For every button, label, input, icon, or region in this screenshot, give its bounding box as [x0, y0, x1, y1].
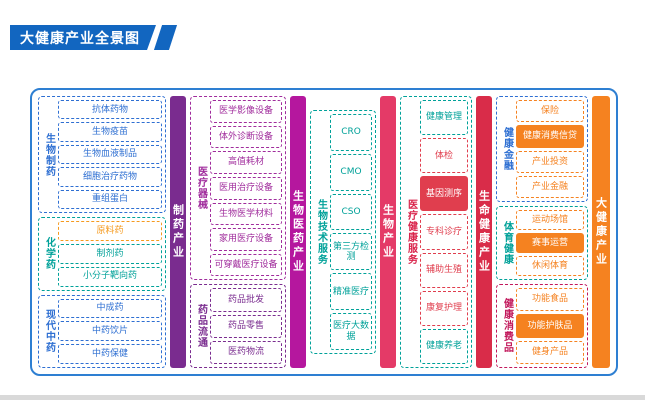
group-med-health-service: 医疗健康服务 健康管理 体检 基因测序 专科诊疗 辅助生殖 康复护理 健康养老: [400, 96, 472, 368]
industry-item: 功能护肤品: [516, 314, 584, 338]
industry-item: 健康养老: [420, 328, 468, 364]
group-health-consumer: 健康消费品 功能食品 功能护肤品 健身产品: [496, 283, 588, 368]
group-sports-health-items: 运动场馆 赛事运营 休闲体育: [516, 210, 584, 276]
industry-item: 健身产品: [516, 340, 584, 364]
group-chem-label: 化学药: [43, 237, 55, 271]
industry-item: 中药保健: [58, 344, 162, 364]
industry-item: 产业投资: [516, 150, 584, 173]
industry-item: 医学影像设备: [210, 100, 282, 123]
industry-item: 体检: [420, 138, 468, 174]
group-biotech-service: 生物技术服务 CRO CMO CSO 第三方检测 精准医疗 医疗大数据: [310, 110, 376, 354]
industry-item: 药品零售: [210, 314, 282, 338]
industry-item: 原料药: [58, 221, 162, 241]
industry-item: 康复护理: [420, 290, 468, 326]
industry-item: 生物医学材料: [210, 202, 282, 226]
group-bio-pharma-label: 生物制药: [43, 132, 55, 177]
industry-item: 家用医疗设备: [210, 228, 282, 251]
group-tcm-label: 现代中药: [43, 309, 55, 354]
bar-big-health-industry: 大健康产业: [592, 96, 610, 368]
group-biotech-service-label: 生物技术服务: [315, 199, 327, 265]
group-chem-items: 原料药 制剂药 小分子靶向药: [58, 221, 162, 287]
group-med-health-service-items: 健康管理 体检 基因测序 专科诊疗 辅助生殖 康复护理 健康养老: [420, 100, 468, 364]
industry-item: 医药物流: [210, 340, 282, 365]
industry-item: 抗体药物: [58, 100, 162, 120]
industry-item: 药品批发: [210, 288, 282, 312]
group-health-consumer-label: 健康消费品: [501, 298, 513, 354]
industry-item: 赛事运营: [516, 233, 584, 253]
group-med-health-service-label: 医疗健康服务: [405, 199, 417, 265]
page-title: 大健康产业全景图: [10, 25, 156, 50]
group-biotech-service-items: CRO CMO CSO 第三方检测 精准医疗 医疗大数据: [330, 114, 372, 350]
bar-biomed-industry: 生物医药产业: [290, 96, 306, 368]
industry-item: 重组蛋白: [58, 189, 162, 210]
industry-item: CSO: [330, 193, 372, 231]
industry-item: 健康消费信贷: [516, 125, 584, 148]
industry-item: 制剂药: [58, 243, 162, 264]
group-bio-pharma-items: 抗体药物 生物疫苗 生物血液制品 细胞治疗药物 重组蛋白: [58, 100, 162, 210]
industry-item: CMO: [330, 153, 372, 191]
group-tcm-items: 中成药 中药饮片 中药保健: [58, 298, 162, 364]
industry-item: 健康管理: [420, 100, 468, 136]
industry-item: 细胞治疗药物: [58, 167, 162, 187]
group-health-finance-label: 健康金融: [501, 127, 513, 172]
industry-panorama-diagram: 生物制药 抗体药物 生物疫苗 生物血液制品 细胞治疗药物 重组蛋白 化学药 原料…: [30, 88, 618, 376]
group-medical-device-label: 医疗器械: [195, 166, 207, 211]
group-drug-distribution-items: 药品批发 药品零售 医药物流: [210, 288, 282, 365]
industry-item: 可穿戴医疗设备: [210, 253, 282, 277]
industry-item: 基因测序: [420, 176, 468, 212]
group-bio-pharma: 生物制药 抗体药物 生物疫苗 生物血液制品 细胞治疗药物 重组蛋白: [38, 96, 166, 214]
industry-item: 高值耗材: [210, 151, 282, 174]
industry-item: 保险: [516, 100, 584, 123]
group-sports-health-label: 体育健康: [501, 220, 513, 265]
footer-divider: [0, 395, 645, 400]
industry-item: 中药饮片: [58, 321, 162, 342]
group-medical-device: 医疗器械 医学影像设备 体外诊断设备 高值耗材 医用治疗设备 生物医学材料 家用…: [190, 96, 286, 281]
industry-item: 生物疫苗: [58, 122, 162, 142]
banner-accent-shape: [153, 25, 178, 50]
industry-item: 休闲体育: [516, 255, 584, 276]
industry-item: 精准医疗: [330, 273, 372, 311]
group-medical-device-items: 医学影像设备 体外诊断设备 高值耗材 医用治疗设备 生物医学材料 家用医疗设备 …: [210, 100, 282, 277]
bar-bio-industry: 生物产业: [380, 96, 396, 368]
pharma-column: 生物制药 抗体药物 生物疫苗 生物血液制品 细胞治疗药物 重组蛋白 化学药 原料…: [38, 96, 166, 368]
group-drug-distribution: 药品流通 药品批发 药品零售 医药物流: [190, 284, 286, 368]
industry-item: 医用治疗设备: [210, 176, 282, 200]
group-tcm: 现代中药 中成药 中药饮片 中药保健: [38, 294, 166, 368]
bar-life-health-industry: 生命健康产业: [476, 96, 492, 368]
group-chem: 化学药 原料药 制剂药 小分子靶向药: [38, 217, 166, 291]
industry-item: 产业金融: [516, 175, 584, 199]
industry-item: 中成药: [58, 298, 162, 319]
industry-item: 运动场馆: [516, 210, 584, 230]
right-column: 健康金融 保险 健康消费信贷 产业投资 产业金融 体育健康 运动场馆 赛事运营 …: [496, 96, 588, 368]
group-sports-health: 体育健康 运动场馆 赛事运营 休闲体育: [496, 206, 588, 280]
industry-item: 功能食品: [516, 287, 584, 312]
industry-item: 医疗大数据: [330, 313, 372, 350]
industry-item: 体外诊断设备: [210, 125, 282, 149]
page-header: 大健康产业全景图: [10, 25, 178, 50]
bar-pharma-industry: 制药产业: [170, 96, 186, 368]
group-health-finance-items: 保险 健康消费信贷 产业投资 产业金融: [516, 100, 584, 199]
industry-item: 小分子靶向药: [58, 266, 162, 287]
industry-item: 专科诊疗: [420, 214, 468, 250]
device-column: 医疗器械 医学影像设备 体外诊断设备 高值耗材 医用治疗设备 生物医学材料 家用…: [190, 96, 286, 368]
industry-item: 生物血液制品: [58, 144, 162, 165]
group-health-consumer-items: 功能食品 功能护肤品 健身产品: [516, 287, 584, 364]
group-health-finance: 健康金融 保险 健康消费信贷 产业投资 产业金融: [496, 96, 588, 203]
biotech-column: 生物技术服务 CRO CMO CSO 第三方检测 精准医疗 医疗大数据: [310, 96, 376, 368]
industry-item: CRO: [330, 114, 372, 151]
group-drug-distribution-label: 药品流通: [195, 304, 207, 349]
industry-item: 辅助生殖: [420, 252, 468, 288]
industry-item: 第三方检测: [330, 233, 372, 271]
